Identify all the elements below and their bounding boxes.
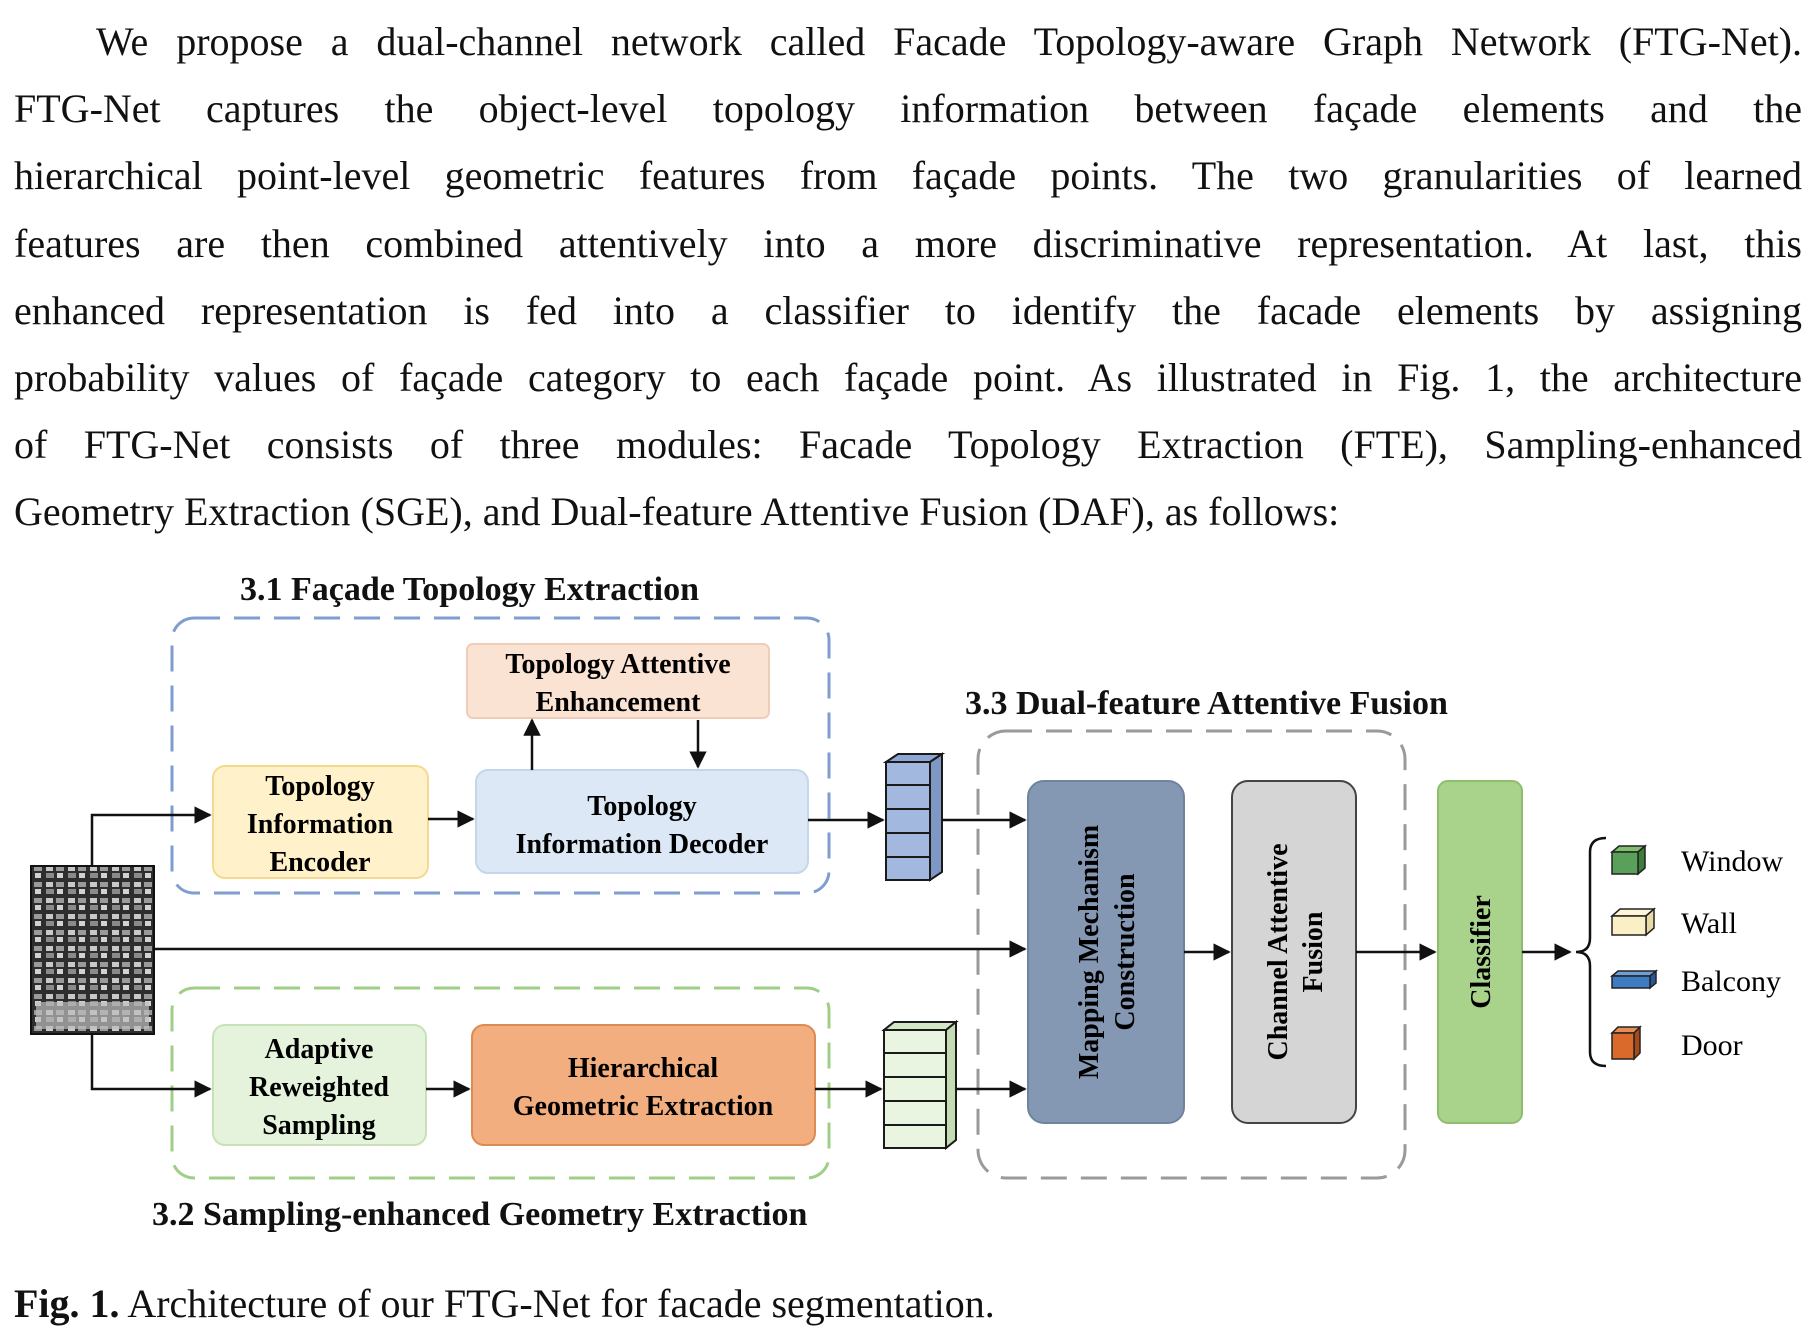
adaptive-reweighted-sampling-box bbox=[212, 1024, 427, 1146]
paragraph-line: hierarchical point-level geometric featu… bbox=[14, 153, 1802, 199]
mapping-label-line1: Mapping Mechanism bbox=[1074, 825, 1105, 1079]
topology-attentive-enhancement-line2: Enhancement bbox=[536, 687, 702, 718]
legend-item-wall: Wall bbox=[1610, 907, 1737, 940]
sge-module-border bbox=[170, 986, 831, 1180]
hierarchical-label-line1: Hierarchical bbox=[568, 1053, 719, 1084]
legend-swatch bbox=[1611, 975, 1651, 989]
hierarchical-geometric-extraction-box bbox=[471, 1024, 816, 1146]
geometry-feature-stack bbox=[881, 1019, 959, 1151]
paragraph-line: We propose a dual-channel network called… bbox=[96, 19, 1802, 64]
fte-module-border bbox=[170, 616, 831, 895]
legend-label: Window bbox=[1681, 845, 1783, 878]
classifier-label: Classifier bbox=[1466, 895, 1497, 1009]
section-title-daf: 3.3 Dual-feature Attentive Fusion bbox=[965, 685, 1448, 722]
paragraph-line: enhanced representation is fed into a cl… bbox=[14, 287, 1802, 333]
decoder-label-line1: Topology bbox=[587, 791, 696, 822]
mapping-mechanism-construction-box bbox=[1027, 780, 1185, 1124]
mapping-label-line2: Construction bbox=[1110, 873, 1141, 1031]
legend-label: Door bbox=[1681, 1029, 1743, 1062]
caption-text: Architecture of our FTG-Net for facade s… bbox=[119, 1281, 995, 1326]
encoder-label-line2: Information bbox=[247, 809, 394, 840]
encoder-label-line1: Topology bbox=[265, 771, 374, 802]
paragraph-line: Geometry Extraction (SGE), and Dual-feat… bbox=[14, 489, 1340, 535]
input-facade-image bbox=[30, 865, 155, 1035]
legend-item-door: Door bbox=[1610, 1025, 1743, 1062]
sampling-label-line1: Adaptive bbox=[265, 1034, 374, 1065]
encoder-label-line3: Encoder bbox=[269, 847, 370, 878]
topology-information-encoder-box bbox=[212, 765, 429, 879]
legend-label: Balcony bbox=[1681, 965, 1781, 998]
sampling-label-line2: Reweighted bbox=[249, 1072, 389, 1103]
caption-label: Fig. 1. bbox=[14, 1281, 120, 1326]
channel-attentive-fusion-box bbox=[1231, 780, 1357, 1124]
legend-swatch bbox=[1611, 1032, 1635, 1060]
architecture-diagram: 3.1 Façade Topology Extraction 3.3 Dual-… bbox=[30, 571, 1783, 1233]
sampling-label-line3: Sampling bbox=[262, 1110, 376, 1141]
topology-attentive-enhancement-box bbox=[466, 643, 770, 719]
legend: Window Wall Balcony Door bbox=[1609, 844, 1783, 1062]
figure-caption: Fig. 1. Architecture of our FTG-Net for … bbox=[14, 1280, 995, 1327]
topology-attentive-enhancement-line1: Topology Attentive bbox=[505, 649, 730, 680]
paragraph-line: FTG-Net captures the object-level topolo… bbox=[14, 86, 1802, 132]
channel-fusion-label-line2: Fusion bbox=[1298, 911, 1329, 992]
paragraph-line: of FTG-Net consists of three modules: Fa… bbox=[14, 422, 1802, 468]
paragraph-line: probability values of façade category to… bbox=[14, 355, 1802, 401]
legend-label: Wall bbox=[1681, 907, 1737, 940]
legend-item-window: Window bbox=[1609, 844, 1783, 878]
section-title-fte: 3.1 Façade Topology Extraction bbox=[240, 571, 699, 608]
hierarchical-label-line2: Geometric Extraction bbox=[513, 1091, 774, 1122]
diagram-connectors bbox=[90, 718, 1607, 1098]
section-title-sge: 3.2 Sampling-enhanced Geometry Extractio… bbox=[152, 1196, 807, 1233]
channel-fusion-label-line1: Channel Attentive bbox=[1263, 844, 1294, 1061]
legend-swatch bbox=[1611, 851, 1639, 875]
legend-item-balcony: Balcony bbox=[1609, 965, 1781, 998]
legend-swatch bbox=[1611, 915, 1647, 936]
paragraph-line: features are then combined attentively i… bbox=[14, 220, 1802, 266]
decoder-label-line2: Information Decoder bbox=[516, 829, 769, 860]
daf-module-border bbox=[976, 729, 1407, 1180]
topology-feature-stack bbox=[882, 752, 946, 882]
body-paragraph: We propose a dual-channel network called… bbox=[14, 8, 1802, 546]
topology-information-decoder-box bbox=[475, 769, 809, 874]
